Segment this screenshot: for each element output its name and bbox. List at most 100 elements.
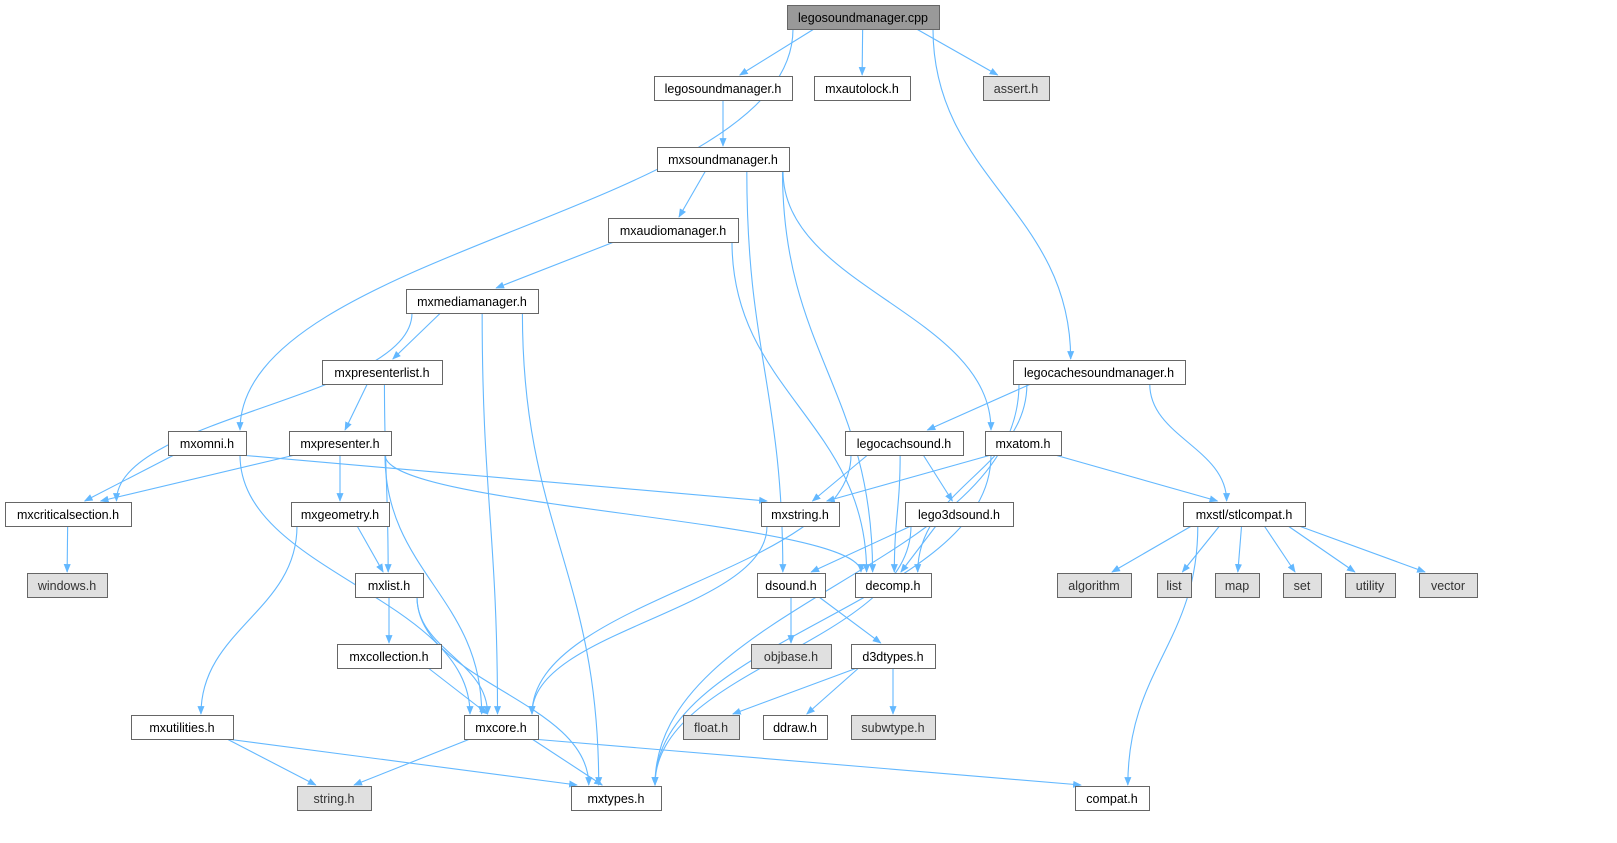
node-lsm[interactable]: legosoundmanager.h (654, 76, 793, 101)
node-box (845, 431, 964, 456)
node-lcsm[interactable]: legocachesoundmanager.h (1013, 360, 1186, 385)
node-box (855, 573, 932, 598)
node-box (27, 573, 108, 598)
node-box (905, 502, 1014, 527)
node-box (337, 644, 442, 669)
node-mxgeo[interactable]: mxgeometry.h (291, 502, 390, 527)
node-stl[interactable]: mxstl/stlcompat.h (1183, 502, 1306, 527)
node-autolock[interactable]: mxautolock.h (814, 76, 911, 101)
node-objbase: objbase.h (751, 644, 832, 669)
node-box (757, 573, 826, 598)
node-lcs[interactable]: legocachsound.h (845, 431, 964, 456)
include-edge-stl-to-vector (1298, 525, 1426, 573)
node-mxtypes[interactable]: mxtypes.h (571, 786, 662, 811)
node-windows: windows.h (27, 573, 108, 598)
node-cpp[interactable]: legosoundmanager.cpp (787, 5, 940, 30)
node-box (289, 431, 392, 456)
node-dsound[interactable]: dsound.h (757, 573, 826, 598)
node-label: vector (1431, 579, 1465, 593)
include-edge-lcs-to-decomp (890, 454, 901, 573)
node-mxmm[interactable]: mxmediamanager.h (406, 289, 539, 314)
node-subw: subwtype.h (851, 715, 936, 740)
node-label: subwtype.h (861, 721, 924, 735)
node-float: float.h (683, 715, 740, 740)
node-vector: vector (1419, 573, 1478, 598)
node-label: mxstl/stlcompat.h (1196, 508, 1293, 522)
node-label: mxcore.h (475, 721, 526, 735)
node-algorithm: algorithm (1057, 573, 1132, 598)
include-edge-mxmm-to-mxcs (112, 312, 413, 502)
node-l3d[interactable]: lego3dsound.h (905, 502, 1014, 527)
node-label: mxgeometry.h (301, 508, 379, 522)
include-edge-mxstring-to-mxcore (528, 525, 768, 715)
include-edge-mxam-to-mxmm (495, 241, 615, 289)
node-box (406, 289, 539, 314)
include-edge-lcs-to-l3d (922, 454, 953, 502)
include-edge-stl-to-set (1263, 525, 1296, 573)
include-edge-cpp-to-lsm (739, 28, 815, 76)
node-ddraw[interactable]: ddraw.h (763, 715, 828, 740)
include-edge-mxatom-to-stl (1054, 454, 1219, 503)
node-label: d3dtypes.h (862, 650, 923, 664)
include-edge-mxcore-to-string (353, 738, 471, 786)
node-box (1157, 573, 1192, 598)
node-label: legosoundmanager.h (665, 82, 782, 96)
node-box (322, 360, 443, 385)
node-mxcoll[interactable]: mxcollection.h (337, 644, 442, 669)
node-mxstring[interactable]: mxstring.h (761, 502, 840, 527)
include-edge-stl-to-algorithm (1111, 525, 1192, 573)
include-edge-mxomni-to-mxstring (239, 454, 768, 504)
node-label: mxstring.h (771, 508, 829, 522)
include-edge-mxcore-to-compat (531, 738, 1082, 788)
node-label: set (1294, 579, 1311, 593)
node-map: map (1215, 573, 1260, 598)
node-label: mxcriticalsection.h (17, 508, 119, 522)
include-edge-mxutil-to-string (226, 738, 317, 786)
include-edge-mxmm-to-mxtypes (521, 312, 603, 786)
node-box (355, 573, 424, 598)
include-edge-lcsm-to-decomp (914, 383, 1028, 573)
node-label: string.h (314, 792, 355, 806)
node-box (464, 715, 539, 740)
node-mxam[interactable]: mxaudiomanager.h (608, 218, 739, 243)
node-box (1215, 573, 1260, 598)
node-mxomni[interactable]: mxomni.h (168, 431, 247, 456)
node-utility: utility (1345, 573, 1396, 598)
node-label: utility (1356, 579, 1385, 593)
include-edge-mxutil-to-mxtypes (226, 738, 578, 788)
node-mxatom[interactable]: mxatom.h (985, 431, 1062, 456)
node-box (1419, 573, 1478, 598)
node-label: objbase.h (764, 650, 818, 664)
node-label: compat.h (1086, 792, 1137, 806)
node-mxutil[interactable]: mxutilities.h (131, 715, 234, 740)
node-mxpres[interactable]: mxpresenter.h (289, 431, 392, 456)
include-edge-stl-to-utility (1287, 525, 1356, 573)
node-box (168, 431, 247, 456)
node-box (814, 76, 911, 101)
node-compat[interactable]: compat.h (1075, 786, 1150, 811)
node-label: legocachsound.h (857, 437, 952, 451)
include-edge-lcsm-to-lcs (926, 383, 1031, 431)
node-mxcore[interactable]: mxcore.h (464, 715, 539, 740)
node-box (787, 5, 940, 30)
node-mxlist[interactable]: mxlist.h (355, 573, 424, 598)
node-d3d[interactable]: d3dtypes.h (851, 644, 936, 669)
include-edge-stl-to-map (1234, 525, 1243, 573)
node-box (1183, 502, 1306, 527)
node-box (1013, 360, 1186, 385)
include-edge-l3d-to-decomp (900, 525, 937, 573)
include-edge-mxpl-to-mxpres (344, 383, 368, 431)
node-string: string.h (297, 786, 372, 811)
include-edge-lcs-to-mxstring (811, 454, 868, 502)
node-box (851, 644, 936, 669)
node-box (1345, 573, 1396, 598)
node-mxsm[interactable]: mxsoundmanager.h (657, 147, 790, 172)
node-box (131, 715, 234, 740)
node-decomp[interactable]: decomp.h (855, 573, 932, 598)
node-mxpl[interactable]: mxpresenterlist.h (322, 360, 443, 385)
include-edge-mxlist-to-mxtypes (416, 596, 593, 786)
node-mxcs[interactable]: mxcriticalsection.h (5, 502, 132, 527)
include-edge-mxpres-to-mxcore (384, 454, 486, 715)
include-edge-cpp-to-assert (916, 28, 999, 76)
